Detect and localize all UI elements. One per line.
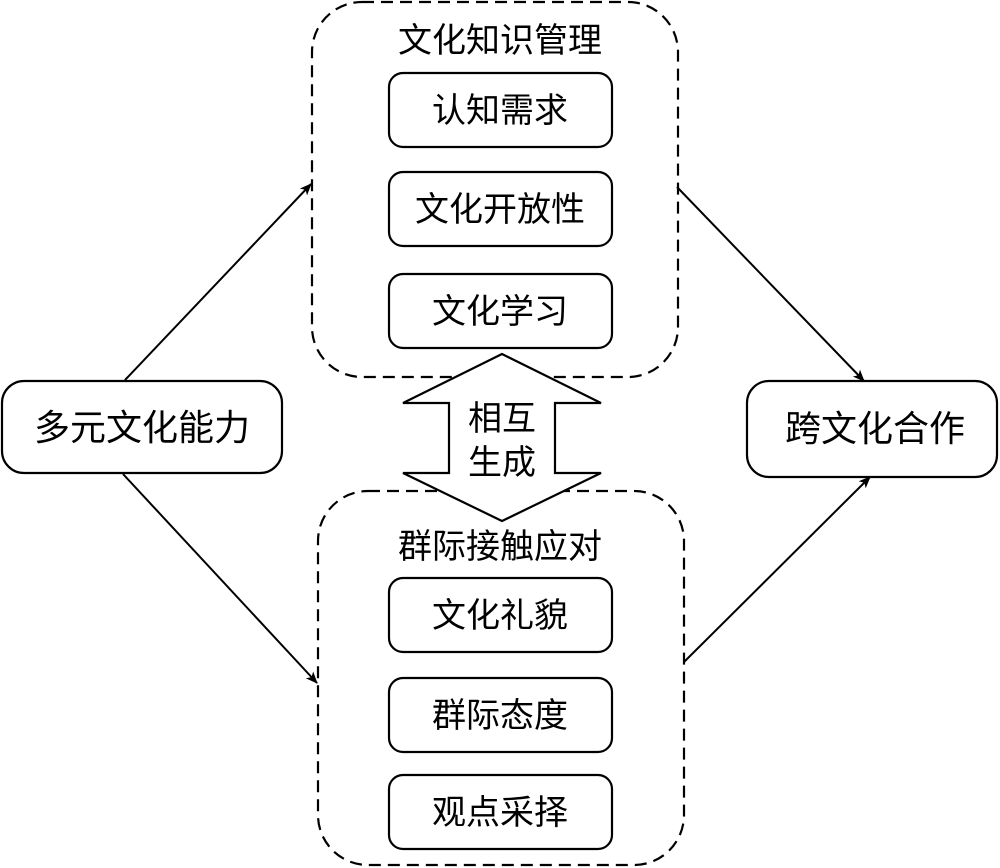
item-box: 文化学习 (387, 272, 614, 350)
item-label: 文化学习 (432, 292, 568, 332)
target-node-border (745, 379, 999, 479)
item-box: 观点采择 (387, 773, 614, 851)
item-box: 群际态度 (387, 676, 614, 754)
arrow-source-to-intergroup-contact (122, 473, 318, 684)
double-arrow-icon (402, 352, 602, 523)
item-box-border (387, 576, 614, 654)
item-label: 认知需求 (432, 91, 568, 131)
group-intergroup-contact-response: 群际接触应对 文化礼貌 群际态度 观点采择 (316, 489, 686, 867)
item-label: 群际态度 (432, 696, 568, 736)
group-container-border (310, 0, 680, 379)
item-box: 文化礼貌 (387, 576, 614, 654)
arrow-intergroup-contact-to-target (683, 476, 871, 663)
mutual-generation-arrow: 相互 生成 (402, 352, 602, 523)
arrow-knowledge-management-to-target (676, 186, 865, 382)
item-box-border (387, 71, 614, 149)
item-label: 文化开放性 (415, 190, 585, 230)
group-cultural-knowledge-management: 文化知识管理 认知需求 文化开放性 文化学习 (310, 0, 680, 379)
item-box-border (387, 272, 614, 350)
item-box-border (387, 773, 614, 851)
arrow-source-to-knowledge-management (124, 183, 312, 381)
item-box-border (387, 676, 614, 754)
source-node: 多元文化能力 (0, 379, 284, 475)
mutual-label-line1: 相互 (468, 399, 536, 439)
source-node-border (0, 379, 284, 475)
item-box: 文化开放性 (387, 170, 614, 248)
item-box-border (387, 170, 614, 248)
item-label: 文化礼貌 (432, 596, 568, 636)
group-title: 群际接触应对 (398, 527, 602, 567)
item-box: 认知需求 (387, 71, 614, 149)
group-title: 文化知识管理 (398, 21, 602, 61)
item-label: 观点采择 (432, 793, 568, 833)
source-node-label: 多元文化能力 (34, 408, 250, 449)
target-node-label: 跨文化合作 (785, 409, 965, 450)
target-node: 跨文化合作 (745, 379, 999, 479)
mutual-label-line2: 生成 (468, 443, 536, 483)
